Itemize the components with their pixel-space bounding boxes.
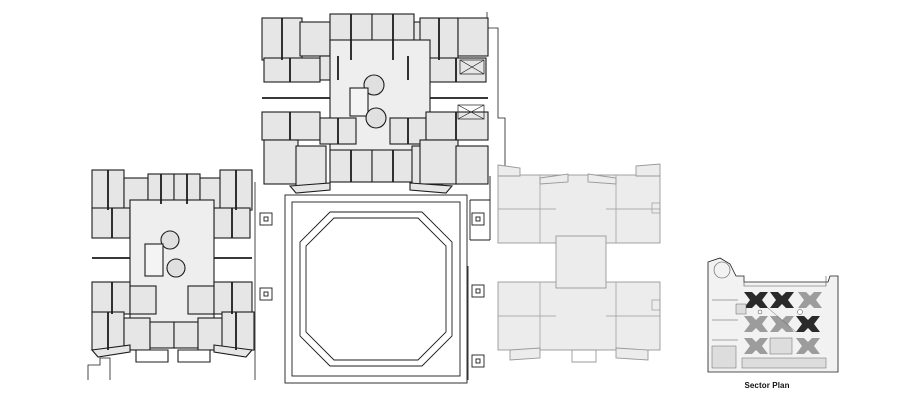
sector-plan-label: Sector Plan <box>744 381 790 390</box>
future-tower-outline <box>497 163 661 363</box>
central-courtyard <box>259 176 491 384</box>
lower-left-tower-block <box>87 169 256 380</box>
upper-tower-block <box>261 12 506 194</box>
sector-plan-inset <box>707 257 839 373</box>
